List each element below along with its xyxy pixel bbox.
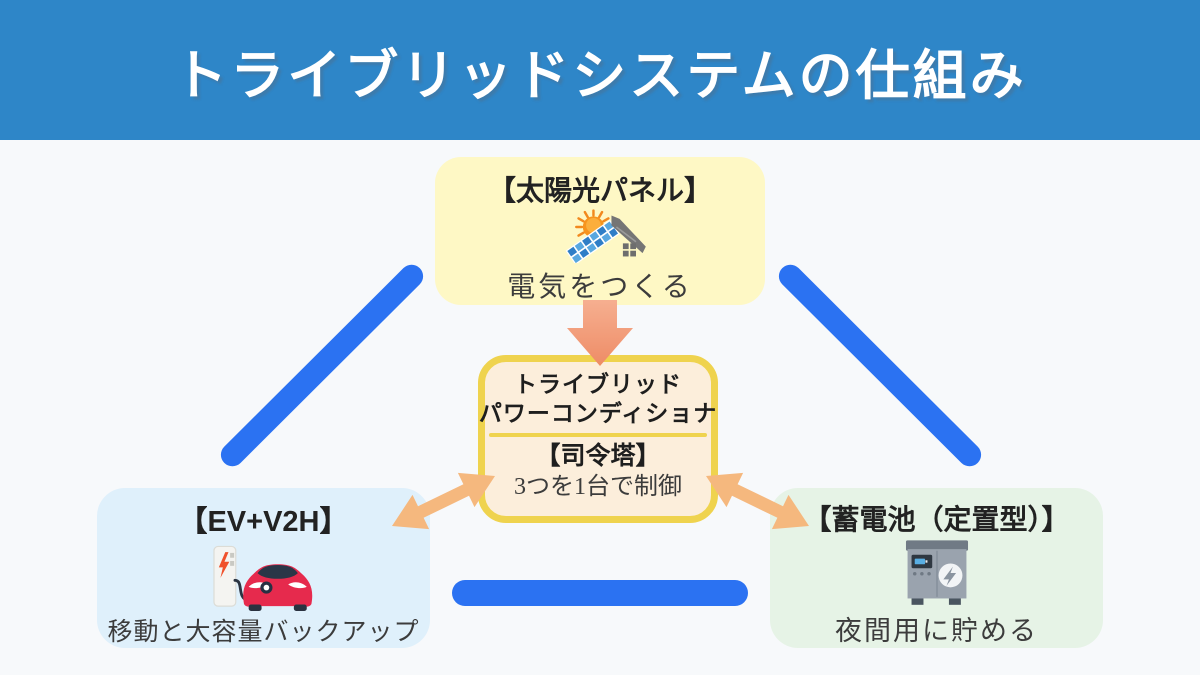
power-conditioner-node: トライブリッド パワーコンディショナ 【司令塔】 3つを1台で制御 — [478, 355, 718, 523]
battery-title: 【蓄電池（定置型）】 — [803, 504, 1070, 535]
controller-caption: 3つを1台で制御 — [514, 474, 682, 500]
connector-line-solar-battery — [774, 259, 986, 472]
solar-panel-caption: 電気をつくる — [507, 272, 693, 303]
controller-title-line1: トライブリッド — [514, 371, 682, 397]
connector-line-solar-ev — [216, 259, 428, 472]
ev-charging-icon — [212, 545, 312, 611]
page-title: トライブリッドシステムの仕組み — [173, 45, 1027, 106]
divider — [489, 433, 707, 437]
battery-caption: 夜間用に貯める — [835, 616, 1038, 646]
solar-panel-node: 【太陽光パネル】 — [435, 157, 765, 305]
storage-battery-node: 【蓄電池（定置型）】 夜間用に貯める — [770, 488, 1103, 648]
solar-house-icon — [565, 209, 646, 263]
double-arrow-controller-ev-icon — [392, 472, 495, 530]
down-arrow-icon — [567, 300, 633, 366]
controller-subtitle: 【司令塔】 — [535, 442, 661, 470]
double-arrow-controller-battery-icon — [706, 472, 809, 530]
solar-panel-title: 【太陽光パネル】 — [487, 175, 712, 206]
controller-title-line2: パワーコンディショナ — [478, 400, 718, 426]
storage-battery-icon — [905, 540, 968, 605]
ev-v2h-node: 【EV+V2H】 移動と大容量バックアップ — [97, 488, 430, 648]
connector-line-ev-battery — [452, 580, 748, 606]
ev-title: 【EV+V2H】 — [178, 506, 349, 538]
header-banner: トライブリッドシステムの仕組み — [0, 0, 1200, 140]
ev-caption: 移動と大容量バックアップ — [107, 619, 420, 646]
